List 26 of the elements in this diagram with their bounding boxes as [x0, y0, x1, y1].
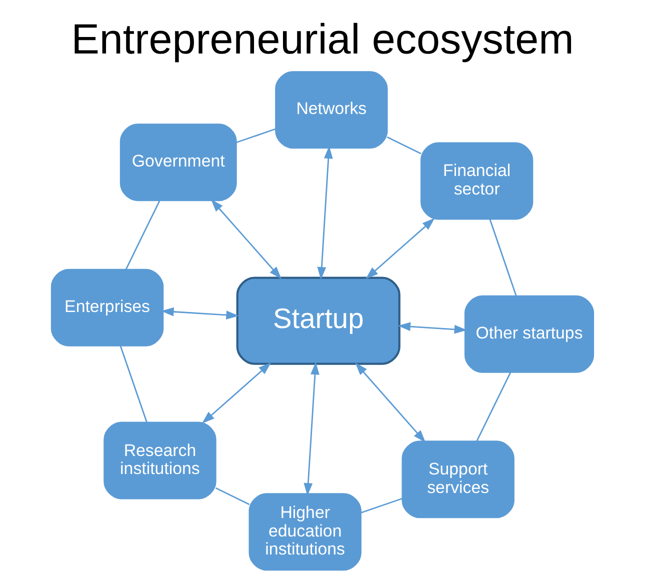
node-box: Other startups: [464, 295, 594, 373]
arrow: [366, 218, 435, 280]
connector: [120, 346, 148, 423]
connector: [489, 218, 517, 296]
node-box: Startup: [236, 276, 400, 365]
node-box: Support services: [402, 440, 514, 518]
arrow: [398, 322, 468, 334]
node-box: Financial sector: [420, 142, 534, 220]
node-box: Research institutions: [104, 422, 216, 500]
arrow: [161, 307, 239, 320]
diagram-title: Entrepreneurial ecosystem: [71, 15, 574, 62]
connector: [360, 498, 403, 514]
arrow: [355, 362, 426, 443]
arrow: [304, 362, 320, 496]
node-box: Enterprises: [50, 268, 164, 346]
node-box: Higher education institutions: [248, 493, 362, 571]
connector: [476, 372, 512, 442]
connector: [125, 200, 160, 270]
arrow: [202, 362, 272, 424]
arrow: [317, 146, 333, 280]
arrow: [210, 199, 282, 280]
node-box: Government: [120, 124, 237, 202]
node-box: Networks: [275, 71, 388, 149]
connector: [215, 487, 250, 506]
connector: [386, 136, 422, 154]
connector: [236, 128, 276, 144]
